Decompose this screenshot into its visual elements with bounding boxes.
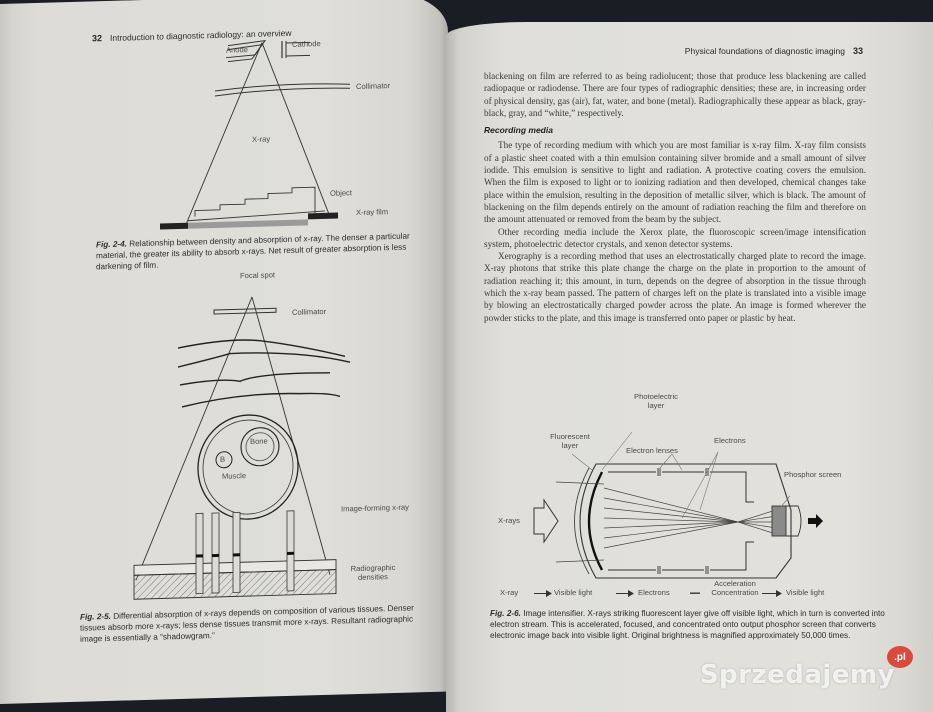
section-heading-recording-media: Recording media bbox=[484, 125, 553, 136]
figure-2-5-number: Fig. 2-5. bbox=[80, 611, 111, 622]
page-number-right: 33 bbox=[852, 46, 863, 56]
watermark-badge: .pl bbox=[887, 646, 913, 668]
paragraph-1: blackening on film are referred to as be… bbox=[484, 71, 866, 118]
running-head-right: Physical foundations of diagnostic imagi… bbox=[685, 46, 863, 56]
figure-2-4-diagram bbox=[160, 39, 351, 230]
paragraph-2: The type of recording medium with which … bbox=[484, 140, 866, 225]
label-muscle: Muscle bbox=[222, 471, 247, 481]
label-b: B bbox=[220, 454, 226, 464]
label-radiographic-densities: Radiographic densities bbox=[350, 562, 396, 583]
label-bone: Bone bbox=[250, 436, 268, 447]
label-fluorescent-layer: Fluorescent layer bbox=[550, 432, 590, 450]
running-head-title-right: Physical foundations of diagnostic imagi… bbox=[684, 46, 845, 56]
flow-step-visible-light-output: Visible light bbox=[786, 588, 825, 597]
figure-2-6-caption-text: Image intensifier. X-rays striking fluor… bbox=[490, 609, 885, 640]
flow-step-visible-light: Visible light bbox=[554, 588, 593, 597]
label-electrons: Electrons bbox=[714, 436, 746, 445]
flow-step-xray: X-ray bbox=[500, 588, 519, 597]
label-photoelectric-layer: Photoelectric layer bbox=[634, 392, 678, 410]
figure-2-6-number: Fig. 2-6. bbox=[490, 609, 521, 618]
figure-2-5-diagram bbox=[133, 296, 351, 600]
paragraph-4: Xerography is a recording method that us… bbox=[484, 251, 866, 323]
label-focal-spot: Focal spot bbox=[240, 270, 276, 281]
figure-2-5-caption-text: Differential absorption of x-rays depend… bbox=[80, 603, 414, 644]
right-page: Physical foundations of diagnostic imagi… bbox=[446, 22, 933, 712]
watermark-logo: Sprzedajemy bbox=[699, 660, 895, 690]
flow-step-acceleration: Acceleration Concentration bbox=[711, 579, 759, 597]
paragraph-3: Other recording media include the Xerox … bbox=[484, 226, 866, 249]
label-collimator-2: Collimator bbox=[292, 306, 327, 317]
body-text: blackening on film are referred to as be… bbox=[484, 70, 866, 324]
label-electron-lenses: Electron lenses bbox=[626, 446, 678, 455]
label-xrays: X-rays bbox=[498, 516, 520, 525]
flow-step-electrons: Electrons bbox=[638, 588, 670, 597]
figure-2-6-caption: Fig. 2-6. Image intensifier. X-rays stri… bbox=[490, 608, 910, 641]
label-phosphor-screen: Phosphor screen bbox=[784, 470, 842, 479]
figure-2-6-diagram bbox=[533, 431, 823, 597]
